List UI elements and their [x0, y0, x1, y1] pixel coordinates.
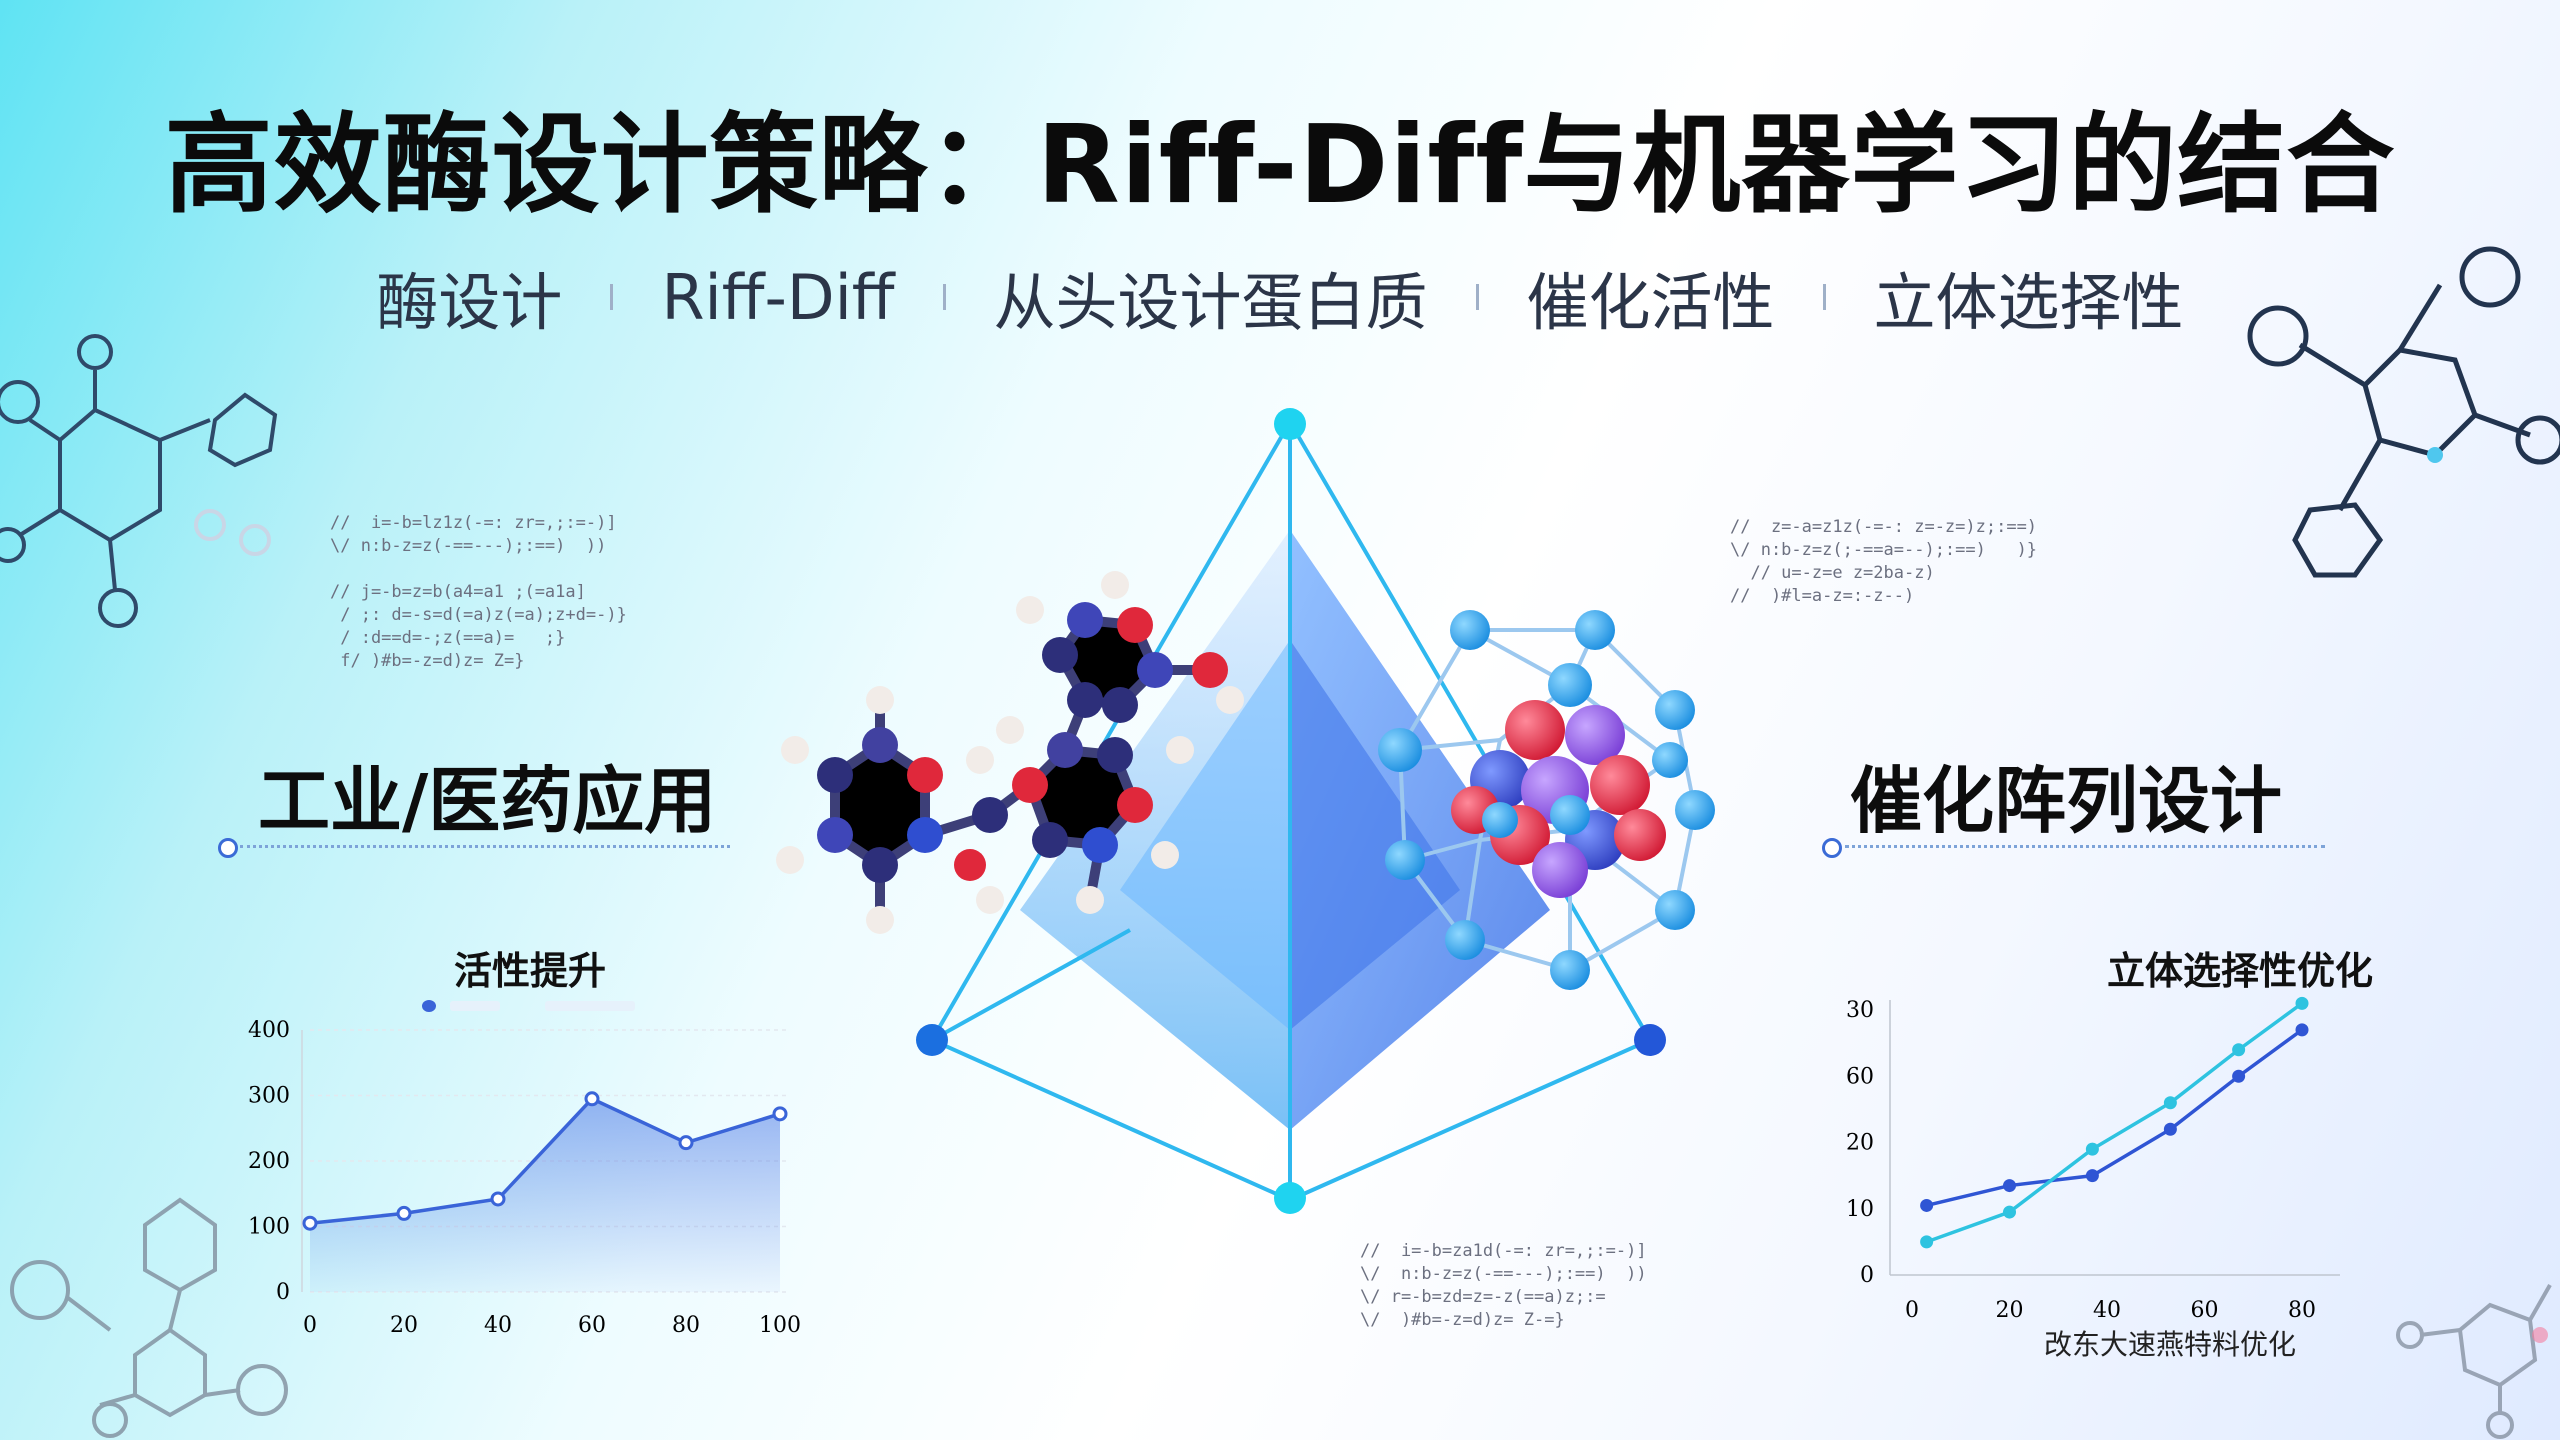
keyword-bar: 酶设计 Riff-Diff 从头设计蛋白质 催化活性 立体选择性	[0, 252, 2560, 342]
left-chart-point	[396, 1205, 412, 1221]
right-heading-marker	[1822, 838, 1842, 858]
left-chart-point	[302, 1215, 318, 1231]
right-chart-caption: 改东大速燕特料优化	[2043, 1328, 2296, 1361]
keyword-de-novo-protein: 从头设计蛋白质	[993, 266, 1428, 339]
chemical-structure-icon	[2396, 1284, 2552, 1439]
left-heading-marker	[218, 838, 238, 858]
left-chart-xtick: 60	[578, 1313, 606, 1338]
right-chart-xtick: 80	[2288, 1298, 2316, 1320]
left-chart-ytick: 200	[248, 1149, 290, 1174]
chemical-structure-icon	[0, 334, 278, 628]
right-chart-point	[2232, 1069, 2246, 1083]
right-chart-ytick: 20	[1846, 1131, 1874, 1156]
right-chart-point	[1920, 1198, 1934, 1212]
right-chart-point	[2295, 1023, 2309, 1037]
right-chart-point	[2232, 1043, 2246, 1057]
right-chart-line-1	[1926, 1001, 2304, 1244]
keyword-separator	[1822, 284, 1826, 310]
right-chart-ytick: 30	[1846, 998, 1874, 1023]
left-chart-ytick: 100	[248, 1215, 290, 1240]
right-chart-point	[2163, 1096, 2177, 1110]
right-chart-title: 立体选择性优化	[2106, 949, 2373, 993]
keyword-catalytic-activity: 催化活性	[1526, 266, 1775, 339]
left-chart-area	[310, 1098, 780, 1292]
right-chart-point	[2003, 1205, 2016, 1219]
right-chart-xtick: 40	[2093, 1298, 2121, 1320]
left-chart-legend-swatch	[545, 1001, 635, 1011]
left-chart-legend-marker	[422, 1000, 436, 1012]
chemical-structure-icon	[10, 1197, 288, 1438]
right-chart-ytick: 60	[1846, 1064, 1874, 1089]
right-chart: 0 10 20 60 30 0 20 40 60 80	[1846, 996, 2340, 1320]
left-chart-point	[772, 1106, 788, 1122]
keyword-riff-diff: Riff-Diff	[661, 260, 895, 334]
code-scribble-right: // z=-a=z1z(-=-: z=-z=)z;:==) \/ n:b-z=z…	[1730, 517, 2038, 606]
keyword-separator	[1475, 284, 1479, 310]
right-chart-ytick: 0	[1860, 1263, 1874, 1288]
left-heading-divider	[240, 845, 730, 848]
keyword-enzyme-design: 酶设计	[376, 266, 563, 339]
left-chart-xtick: 80	[672, 1313, 700, 1338]
right-heading-divider	[1845, 845, 2325, 848]
molecule-graphic	[776, 571, 1244, 934]
right-chart-xtick: 0	[1905, 1298, 1919, 1320]
left-chart-point	[584, 1091, 600, 1107]
left-chart: 0 100 200 300 400 0 20 40 60 80 100	[248, 1018, 801, 1338]
right-chart-point	[1920, 1235, 1934, 1249]
left-chart-title: 活性提升	[453, 949, 606, 993]
right-chart-xtick: 20	[1996, 1298, 2024, 1320]
page-title: 高效酶设计策略：Riff-Diff与机器学习的结合	[164, 103, 2396, 228]
keyword-separator	[610, 284, 614, 310]
left-chart-legend-swatch	[450, 1001, 500, 1011]
left-chart-line	[309, 1096, 781, 1225]
right-chart-ytick: 10	[1846, 1197, 1874, 1222]
right-chart-line-0	[1926, 1028, 2304, 1208]
right-chart-point	[2295, 996, 2309, 1010]
chemical-structure-icon	[2247, 246, 2560, 578]
left-chart-point	[678, 1135, 694, 1151]
right-section-heading: 催化阵列设计	[1850, 759, 2283, 843]
right-chart-point	[2003, 1179, 2016, 1193]
right-chart-point	[2085, 1142, 2099, 1156]
left-chart-xtick: 20	[390, 1313, 418, 1338]
left-chart-xtick: 0	[303, 1313, 317, 1338]
code-scribble-bottom: // i=-b=za1d(-=: zr=,;:=-)] \/ n:b-z=z(-…	[1360, 1241, 1647, 1330]
left-chart-ytick: 400	[248, 1018, 290, 1043]
left-chart-ytick: 300	[248, 1084, 290, 1109]
right-chart-point	[2163, 1122, 2177, 1136]
left-chart-point	[490, 1191, 506, 1207]
nanocage-graphic	[1378, 610, 1715, 990]
left-chart-xtick: 100	[759, 1313, 801, 1338]
right-chart-point	[2085, 1169, 2099, 1183]
left-section-heading: 工业/医药应用	[258, 759, 717, 843]
keyword-stereoselectivity: 立体选择性	[1873, 266, 2184, 339]
left-chart-ytick: 0	[276, 1280, 290, 1305]
keyword-separator	[942, 284, 946, 310]
right-chart-xtick: 60	[2191, 1298, 2219, 1320]
left-chart-xtick: 40	[484, 1313, 512, 1338]
code-scribble-left: // i=-b=lz1z(-=: zr=,;:=-)] \/ n:b-z=z(-…	[330, 513, 627, 671]
